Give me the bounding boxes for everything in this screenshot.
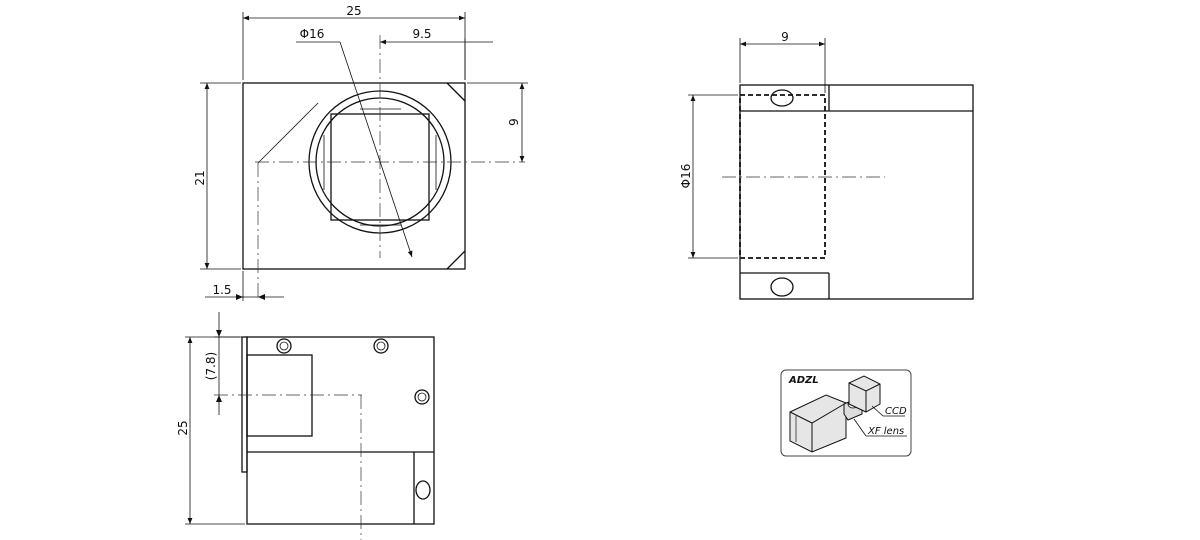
bottom-side-screw-hole [415,480,431,500]
side-body-outline [739,84,974,300]
legend-title: ADZL [788,375,819,386]
hidden-bore-outline [739,94,826,259]
side-view: 9 Φ16 [679,30,974,300]
depth-dimension-label: 9 [781,30,789,44]
ref-dimension-label: (7.8) [204,352,218,380]
bottom-screw-hole-3-inner [417,392,427,402]
height-dimension-label: 21 [193,170,207,185]
legend-box: ADZL CCD XF lens [780,369,912,457]
diameter-leader-line [339,41,413,258]
side-bottom-screw-hole [770,277,794,297]
lens-cavity [246,354,313,437]
chamfer-bottom-right [446,250,466,270]
side-diameter-label: Φ16 [679,164,693,189]
bottom-view: (7.8) 25 [176,312,435,540]
camera-body-illustration [789,394,847,453]
front-diameter-label: Φ16 [300,27,325,41]
bottom-height-dimension-label: 25 [176,420,190,435]
bottom-body-outline [246,336,435,525]
mount-flange-strip [241,336,248,473]
legend-ccd-label: CCD [885,406,907,417]
bottom-screw-hole-2-inner [376,341,386,351]
legend-lens-label: XF lens [867,426,904,437]
ccd-box-illustration [848,375,881,413]
bottom-screw-hole-3 [414,389,430,405]
chamfer-top-right [446,82,466,102]
bottom-screw-hole-1 [276,338,292,354]
diagonal-feature-line [257,102,319,164]
bottom-screw-hole-2 [373,338,389,354]
width-dimension-label: 25 [346,4,361,18]
front-body-outline [242,82,466,270]
bottom-screw-hole-1-inner [279,341,289,351]
front-view: 25 9.5 Φ16 9 21 1.5 [193,4,528,301]
offset-x-dimension-label: 9.5 [412,27,431,41]
offset-y-dimension-label: 9 [507,118,521,126]
side-top-screw-hole [770,89,794,107]
margin-dimension-label: 1.5 [212,283,231,297]
